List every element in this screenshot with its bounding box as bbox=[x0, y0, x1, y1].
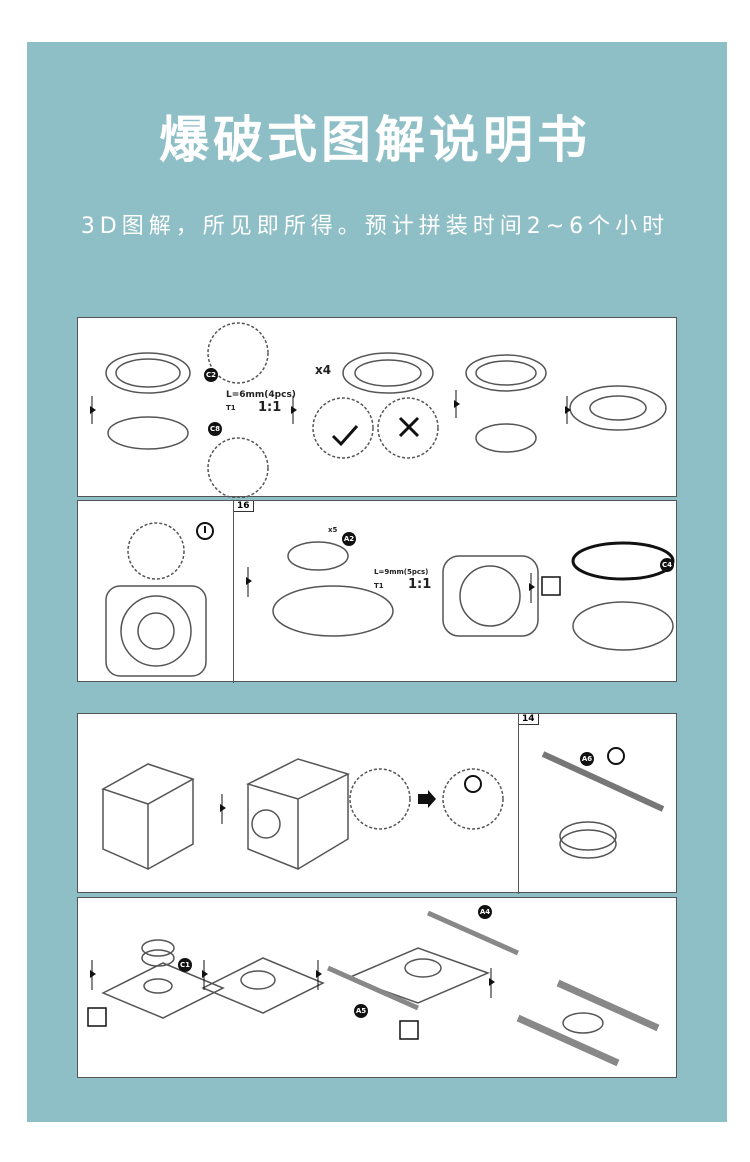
instruction-panel-1: C2 C8 L=6mm(4pcs) T1 1:1 x4 bbox=[77, 317, 677, 498]
pin-spec: L=6mm(4pcs) bbox=[226, 390, 296, 400]
scale-ratio: 1:1 bbox=[258, 400, 282, 415]
part-label-c1: C1 bbox=[178, 958, 192, 972]
panel-divider bbox=[233, 501, 234, 683]
instruction-panel-3: 14 A6 bbox=[77, 713, 677, 894]
t1-label: T1 bbox=[226, 404, 236, 412]
step-number: 16 bbox=[234, 501, 254, 512]
instruction-panel-2: 16 A2 x5 L=9mm(5pcs) T1 1:1 C4 bbox=[77, 500, 677, 683]
base-assembly-illustration bbox=[87, 910, 660, 1067]
t1-label: T1 bbox=[374, 582, 384, 590]
pin-spec: L=9mm(5pcs) bbox=[374, 568, 429, 576]
panel-divider bbox=[518, 714, 519, 894]
gear-assembly-illustration bbox=[105, 522, 675, 677]
part-label-a2: A2 bbox=[342, 532, 356, 546]
quantity-label: x5 bbox=[328, 526, 338, 534]
scale-ratio: 1:1 bbox=[408, 577, 432, 592]
part-label-a4: A4 bbox=[478, 905, 492, 919]
box-assembly-illustration bbox=[101, 747, 665, 871]
quantity-label: x4 bbox=[315, 363, 332, 377]
step-number: 14 bbox=[519, 714, 539, 725]
part-label-c2: C2 bbox=[204, 368, 218, 382]
gear-assembly-illustration bbox=[90, 322, 667, 498]
part-label-c4: C4 bbox=[660, 558, 674, 572]
part-label-c8: C8 bbox=[208, 422, 222, 436]
instruction-panel-4: C1 A4 A5 bbox=[77, 897, 677, 1078]
part-label-a5: A5 bbox=[354, 1004, 368, 1018]
page-subtitle: 3D图解，所见即所得。预计拼装时间2~6个小时 bbox=[80, 214, 670, 239]
page-title: 爆破式图解说明书 bbox=[159, 111, 591, 169]
part-label-a6: A6 bbox=[580, 752, 594, 766]
